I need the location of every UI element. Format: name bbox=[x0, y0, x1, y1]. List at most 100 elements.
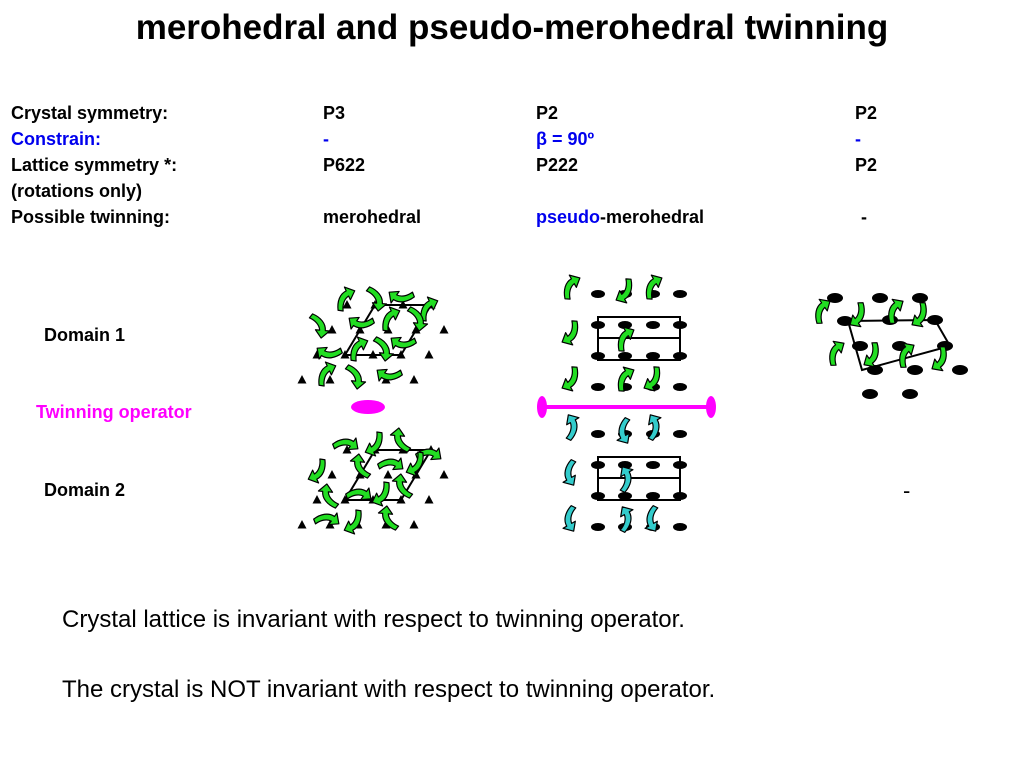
threefold-axis-icon bbox=[312, 495, 322, 504]
molecule-motif-icon bbox=[617, 366, 635, 392]
twofold-axis-icon bbox=[673, 383, 687, 391]
cell-constrain-col1: - bbox=[323, 129, 329, 149]
twofold-axis-icon bbox=[591, 523, 605, 531]
molecule-motif-icon bbox=[405, 451, 424, 477]
molecule-motif-icon bbox=[562, 459, 577, 486]
twofold-axis-icon bbox=[912, 293, 928, 303]
molecule-motif-icon bbox=[617, 326, 635, 352]
threefold-axis-icon bbox=[439, 325, 449, 334]
molecule-motif-icon bbox=[389, 427, 412, 453]
twofold-axis-icon bbox=[673, 430, 687, 438]
molecule-motif-icon bbox=[343, 509, 362, 535]
cell-pseudo-merohedral: pseudo-merohedral bbox=[536, 204, 704, 230]
statement-crystal-not-invariant: The crystal is NOT invariant with respec… bbox=[62, 676, 716, 703]
threefold-axis-icon bbox=[325, 375, 335, 384]
cell-constrain-col3: - bbox=[855, 129, 861, 149]
row-label-possible-twinning: Possible twinning: bbox=[11, 207, 171, 227]
molecule-motif-icon bbox=[372, 336, 395, 362]
molecule-motif-icon bbox=[390, 336, 417, 350]
molecule-motif-icon bbox=[644, 505, 659, 532]
molecule-motif-icon bbox=[382, 306, 401, 332]
unit-cell-outline bbox=[846, 318, 952, 372]
p2-beta90-domain2-diagram bbox=[562, 414, 687, 533]
threefold-axis-icon bbox=[342, 300, 352, 309]
molecule-motif-icon bbox=[364, 431, 383, 457]
molecule-motif-icon bbox=[377, 457, 404, 471]
twofold-axis-icon bbox=[646, 461, 660, 469]
threefold-axis-icon bbox=[424, 350, 434, 359]
twofold-axis-icon bbox=[618, 321, 632, 329]
twofold-axis-icon bbox=[618, 461, 632, 469]
molecule-motif-icon bbox=[616, 417, 631, 444]
cell-beta-constraint: β = 90º bbox=[536, 129, 595, 149]
twofold-axis-icon bbox=[618, 352, 632, 360]
twofold-axis-icon bbox=[646, 321, 660, 329]
row-label-constrain: Constrain: bbox=[11, 129, 101, 149]
row-label-rotations-only: (rotations only) bbox=[11, 181, 142, 201]
page-title: merohedral and pseudo-merohedral twinnin… bbox=[135, 8, 889, 47]
molecule-motif-icon bbox=[391, 473, 414, 499]
twofold-axis-icon bbox=[351, 400, 385, 414]
twofold-axis-icon bbox=[591, 383, 605, 391]
molecule-motif-icon bbox=[563, 274, 581, 300]
pseudo-prefix: pseudo bbox=[536, 207, 601, 227]
molecule-motif-icon bbox=[863, 342, 879, 368]
molecule-motif-icon bbox=[619, 506, 634, 533]
cell-p2-lattice: P2 bbox=[855, 155, 878, 175]
molecule-motif-icon bbox=[899, 342, 915, 368]
molecule-motif-icon bbox=[365, 286, 388, 312]
twofold-axis-icon bbox=[952, 365, 968, 375]
molecule-motif-icon bbox=[643, 366, 661, 392]
table-row-crystal-symmetry: Crystal symmetry: bbox=[11, 100, 168, 126]
twofold-axis-icon bbox=[591, 430, 605, 438]
molecule-motif-icon bbox=[313, 512, 340, 526]
threefold-axis-icon bbox=[383, 470, 393, 479]
statement-lattice-invariant: Crystal lattice is invariant with respec… bbox=[62, 606, 685, 633]
domain1-label: Domain 1 bbox=[44, 325, 126, 345]
twofold-axis-icon bbox=[827, 293, 843, 303]
molecule-motif-icon bbox=[815, 298, 831, 324]
molecule-motif-icon bbox=[647, 414, 662, 441]
threefold-axis-icon bbox=[409, 520, 419, 529]
molecule-motif-icon bbox=[349, 453, 372, 479]
cell-twinning-col3: - bbox=[861, 207, 867, 227]
molecule-motif-icon bbox=[911, 302, 927, 328]
molecule-motif-icon bbox=[371, 481, 390, 507]
merohedral-suffix: -merohedral bbox=[600, 207, 705, 227]
molecule-motif-icon bbox=[645, 274, 663, 300]
cell-p622: P622 bbox=[323, 155, 366, 175]
molecule-motif-icon bbox=[388, 290, 415, 304]
molecule-motif-icon bbox=[345, 487, 372, 501]
twofold-axis-icon bbox=[618, 492, 632, 500]
molecule-motif-icon bbox=[420, 296, 439, 322]
molecule-motif-icon bbox=[332, 437, 359, 451]
col3-domain2-dash: - bbox=[903, 478, 911, 503]
molecule-motif-icon bbox=[888, 298, 904, 324]
molecule-motif-icon bbox=[561, 320, 579, 346]
cell-p3: P3 bbox=[323, 103, 346, 123]
unit-cell-outline bbox=[597, 456, 681, 501]
molecule-motif-icon bbox=[318, 361, 337, 387]
molecule-motif-icon bbox=[561, 366, 579, 392]
twofold-axis-icon bbox=[862, 389, 878, 399]
molecule-motif-icon bbox=[308, 313, 331, 339]
row-label: Crystal symmetry: bbox=[11, 103, 169, 123]
twofold-axis-icon bbox=[907, 365, 923, 375]
twofold-axis-icon bbox=[646, 352, 660, 360]
p3-domain1-diagram bbox=[297, 286, 449, 390]
cell-p222: P222 bbox=[536, 155, 579, 175]
twinning-operator-label: Twinning operator bbox=[36, 402, 192, 422]
domain2-label: Domain 2 bbox=[44, 480, 126, 500]
molecule-motif-icon bbox=[316, 346, 343, 360]
threefold-axis-icon bbox=[409, 375, 419, 384]
cell-p2-col2: P2 bbox=[536, 103, 559, 123]
twofold-axis-inplane-icon bbox=[537, 396, 716, 418]
threefold-axis-icon bbox=[327, 470, 337, 479]
threefold-axis-icon bbox=[297, 375, 307, 384]
p3-domain2-diagram bbox=[297, 427, 449, 535]
molecule-motif-icon bbox=[377, 505, 400, 531]
molecule-motif-icon bbox=[406, 306, 429, 332]
molecule-motif-icon bbox=[829, 340, 845, 366]
unit-cell-outline bbox=[597, 316, 681, 361]
cell-p2-col3: P2 bbox=[855, 103, 878, 123]
